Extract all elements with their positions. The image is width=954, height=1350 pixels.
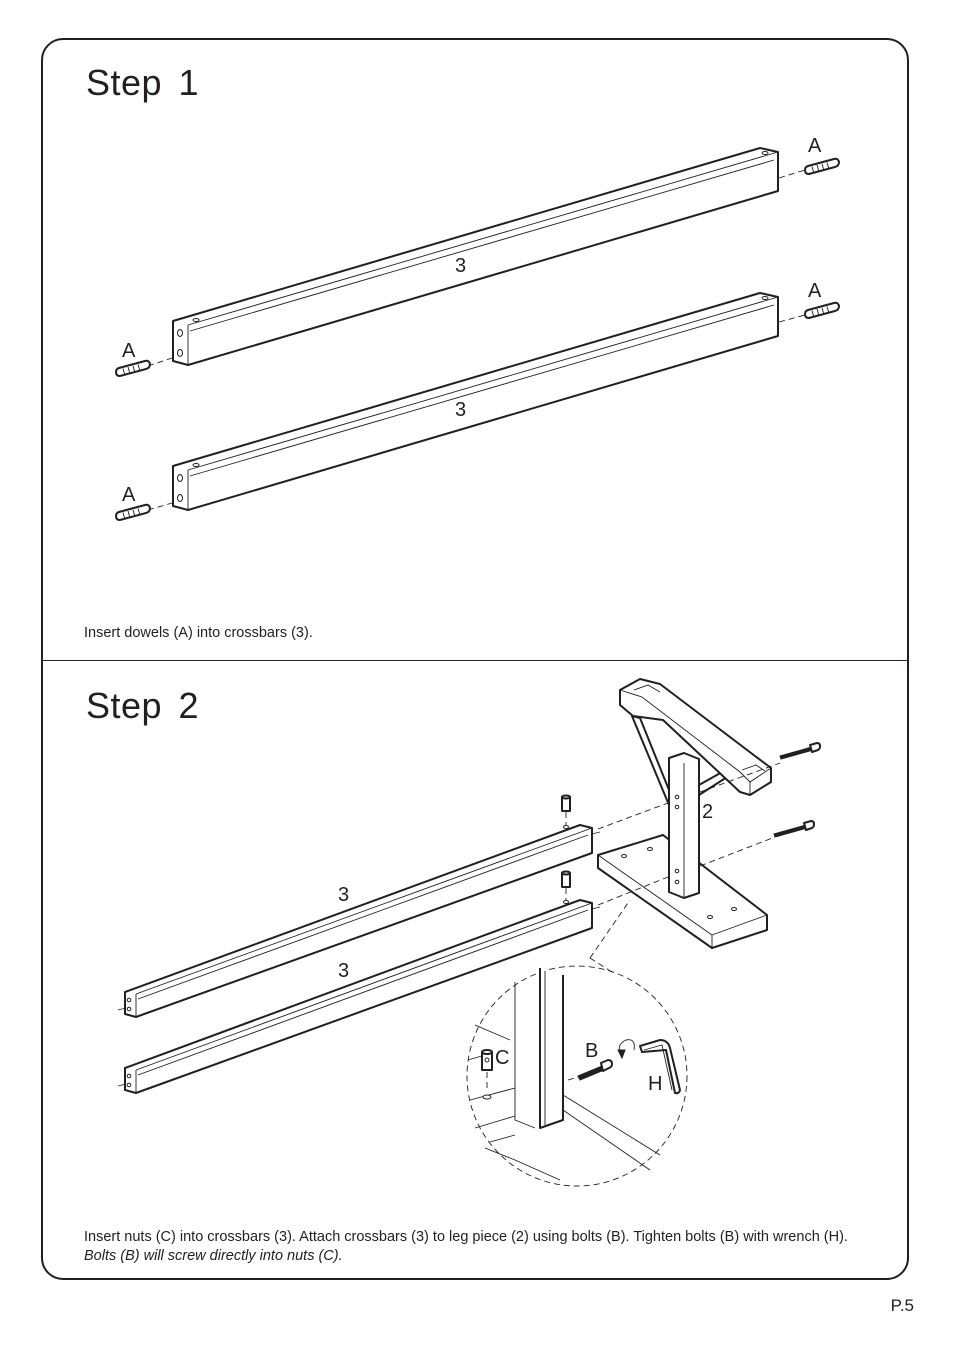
step1-crossbar-lower [172,292,779,511]
step1-dowel-upper-right [778,157,840,179]
step2-leg-label: 2 [702,801,713,823]
step1-dowel-upper-left [115,357,173,377]
step2-crossbar-lower [117,899,601,1094]
page-frame [41,38,909,1280]
step2-leg-piece [597,678,772,949]
step2-crossbar-lower-label: 3 [338,960,349,982]
step2-bolt-upper [597,742,821,830]
step2-crossbar-upper-label: 3 [338,884,349,906]
step2-title: Step 2 [86,685,200,726]
step1-crossbar-upper-label: 3 [455,255,466,277]
step2-detail-callout [466,899,688,1187]
step1-instruction: Insert dowels (A) into crossbars (3). [84,625,313,641]
step2-nut-upper [561,794,571,825]
step1-dowel-lower-right [778,301,840,323]
step2-instruction: Insert nuts (C) into crossbars (3). Atta… [84,1228,874,1266]
step1-dowel-label-lower-left: A [122,484,136,506]
step2-instruction-note: Bolts (B) will screw directly into nuts … [84,1248,343,1264]
step2-wrench-label: H [648,1073,662,1095]
step1-crossbar-upper [172,147,779,366]
step2-crossbar-upper [117,824,601,1018]
step1-crossbar-lower-label: 3 [455,399,466,421]
step1-dowel-label-upper-right: A [808,135,822,157]
step1-dowel-lower-left [115,502,173,521]
step1-dowel-label-lower-right: A [808,280,822,302]
page-number: P.5 [890,1296,914,1315]
step2-nut-label: C [495,1047,509,1069]
step1-title: Step 1 [86,62,200,103]
step2-nut-lower [561,870,571,900]
step2-instruction-main: Insert nuts (C) into crossbars (3). Atta… [84,1229,848,1245]
step-divider [43,660,909,661]
step1-dowel-label-upper-left: A [122,340,136,362]
step2-bolt-label: B [585,1040,598,1062]
step2-bolt-lower [597,820,815,906]
